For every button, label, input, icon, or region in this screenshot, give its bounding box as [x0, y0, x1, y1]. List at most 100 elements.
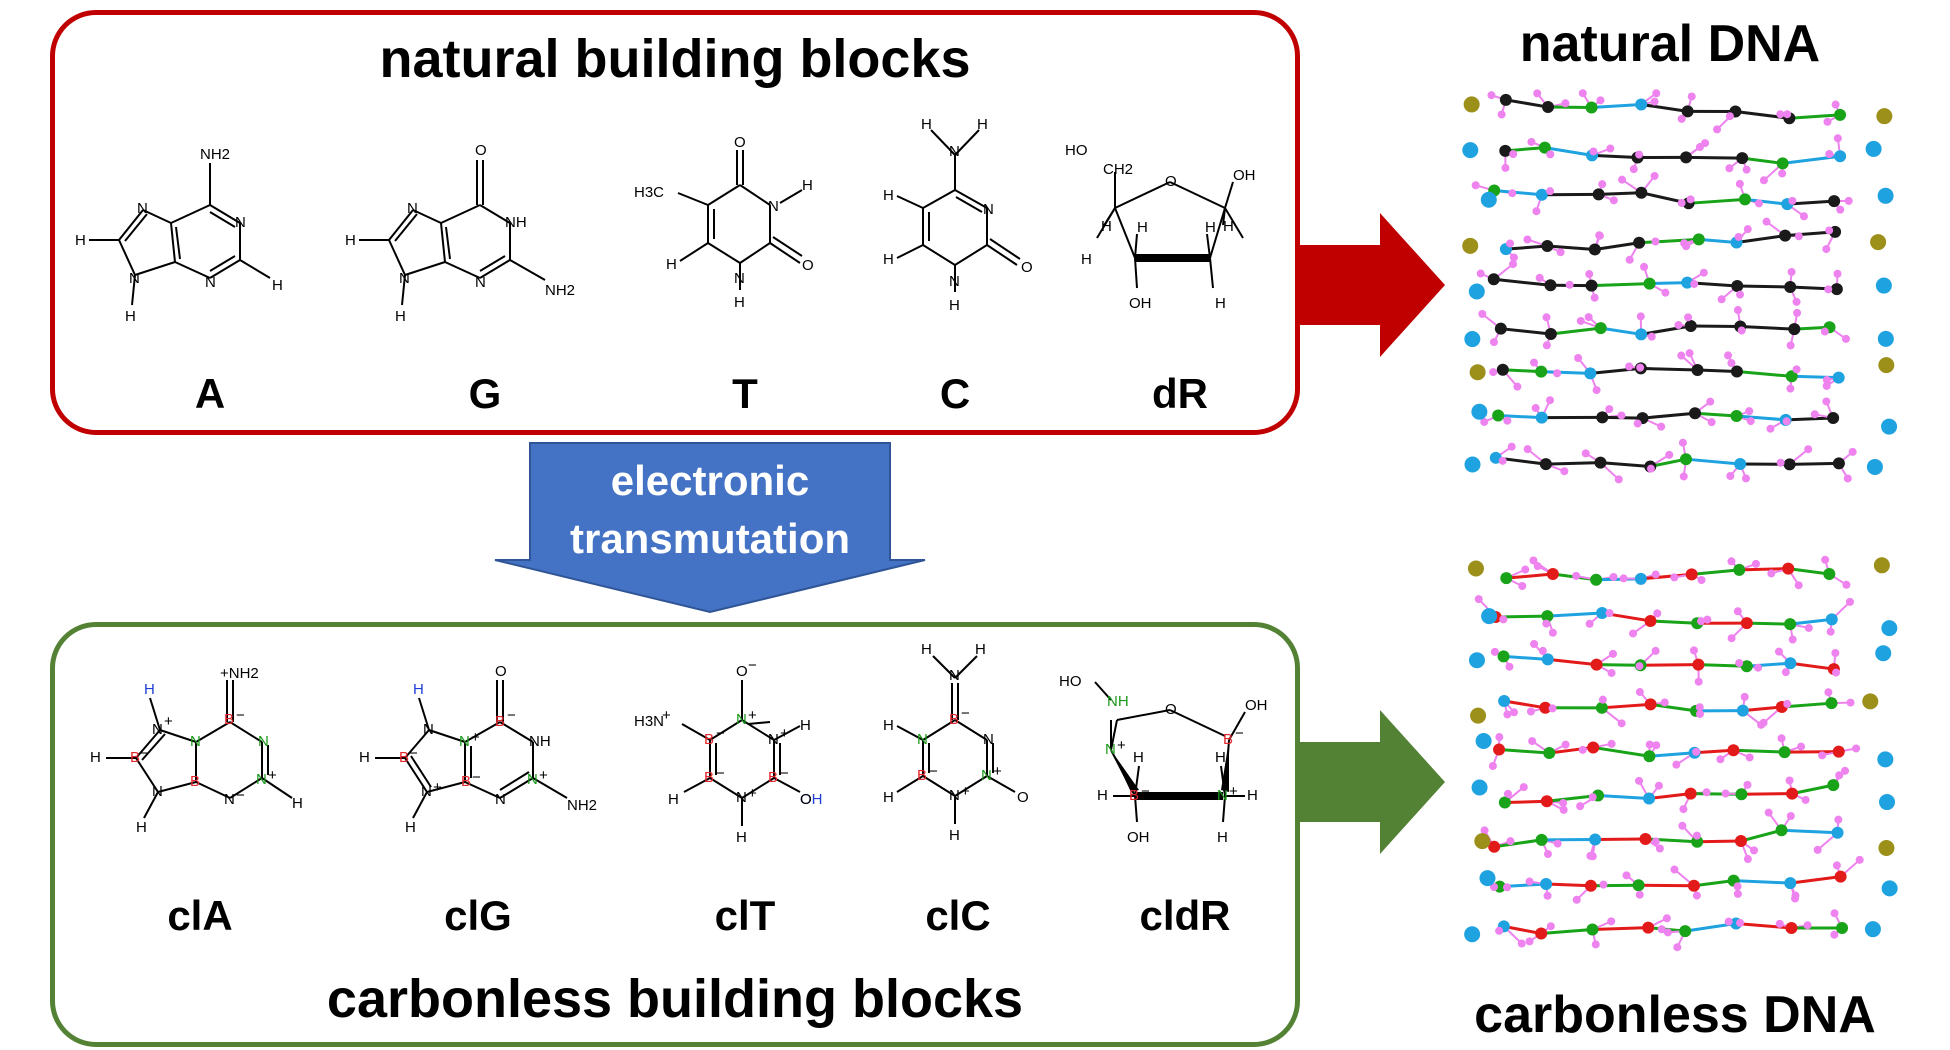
dna-hydrogen-atom [1618, 175, 1627, 184]
dna-backbone-atom [1464, 926, 1481, 943]
dna-hydrogen-atom [1629, 629, 1638, 638]
svg-text:N: N [152, 783, 163, 800]
dna-hydrogen-atom [1835, 771, 1844, 780]
svg-text:B: B [704, 769, 714, 786]
dna-hydrogen-atom [1813, 845, 1822, 854]
dna-bond [1594, 241, 1640, 251]
svg-text:N: N [224, 791, 235, 808]
dna-hydrogen-atom [1650, 171, 1659, 180]
dna-hydrogen-atom [1509, 253, 1518, 262]
dna-backbone-atom [1881, 620, 1898, 637]
dna-hydrogen-atom [1509, 260, 1518, 269]
dna-bond [1741, 792, 1793, 796]
dna-hydrogen-atom [1572, 895, 1581, 904]
dna-atom [1535, 188, 1548, 201]
dna-atom [1730, 410, 1743, 423]
dna-hydrogen-atom [1592, 386, 1601, 395]
dna-hydrogen-atom [1782, 417, 1791, 426]
dna-hydrogen-atom [1480, 826, 1489, 835]
dna-bond [1791, 374, 1839, 380]
svg-text:H: H [949, 827, 960, 844]
dna-hydrogen-atom [1578, 89, 1587, 98]
dna-atom [1541, 653, 1554, 666]
carbonless-building-blocks-panel [50, 622, 1300, 1047]
dna-hydrogen-atom [1526, 707, 1535, 716]
dna-hydrogen-atom [1660, 698, 1669, 707]
dna-hydrogen-atom [1517, 939, 1526, 948]
dna-backbone-atom [1471, 779, 1488, 796]
dna-hydrogen-atom [1736, 918, 1745, 927]
dna-hydrogen-atom [1824, 688, 1833, 697]
clG-structure: H O N B− N+ NH B− H B− N+ N+ N NH2 H [359, 663, 597, 836]
dna-bond [1686, 155, 1743, 160]
dna-backbone-atom [1464, 331, 1481, 348]
dna-hydrogen-atom [1528, 737, 1537, 746]
dna-bond [1740, 325, 1795, 331]
dna-hydrogen-atom [1657, 422, 1666, 431]
dna-atom [1541, 240, 1554, 253]
dna-hydrogen-atom [1543, 850, 1552, 859]
dna-atom [1834, 150, 1847, 163]
dna-bond [1746, 621, 1791, 626]
dna-hydrogen-atom [1775, 919, 1784, 928]
dna-hydrogen-atom [1781, 668, 1790, 677]
dna-hydrogen-atom [1490, 883, 1499, 892]
dna-hydrogen-atom [1651, 237, 1660, 246]
svg-text:+: + [662, 707, 671, 724]
svg-text:O: O [1165, 701, 1177, 718]
dna-hydrogen-atom [1646, 464, 1655, 473]
dna-hydrogen-atom [1687, 92, 1696, 101]
label-C: C [939, 370, 971, 417]
dna-hydrogen-atom [1699, 268, 1708, 277]
dna-backbone-atom [1876, 108, 1893, 125]
svg-text:OH: OH [1127, 829, 1150, 846]
dna-atom [1734, 458, 1747, 471]
dna-atom [1633, 236, 1646, 249]
dna-hydrogen-atom [1532, 207, 1541, 216]
dna-bond [1598, 191, 1642, 196]
svg-text:O: O [1021, 259, 1033, 276]
dna-hydrogen-atom [1786, 341, 1795, 350]
dna-atom [1493, 743, 1506, 756]
dna-hydrogen-atom [1783, 699, 1792, 708]
natural-to-dna-arrow [1300, 213, 1445, 357]
dna-bond [1544, 146, 1593, 157]
dna-hydrogen-atom [1553, 839, 1562, 848]
dna-atom [1834, 108, 1847, 121]
dna-hydrogen-atom [1670, 865, 1679, 874]
dna-atom [1634, 572, 1647, 585]
dna-hydrogen-atom [1605, 609, 1614, 618]
dna-hydrogen-atom [1733, 306, 1742, 315]
dna-bond [1590, 883, 1639, 888]
dna-hydrogen-atom [1766, 424, 1775, 433]
dna-hydrogen-atom [1523, 235, 1532, 244]
dna-hydrogen-atom [1487, 91, 1496, 100]
dna-hydrogen-atom [1697, 617, 1706, 626]
dna-hydrogen-atom [1510, 708, 1519, 717]
dna-atom [1635, 98, 1648, 111]
svg-text:N: N [734, 270, 745, 287]
dna-bond [1744, 197, 1788, 206]
dna-atom [1543, 746, 1556, 759]
dna-atom [1832, 457, 1845, 470]
dna-hydrogen-atom [1586, 851, 1595, 860]
dna-atom [1639, 832, 1652, 845]
dna-atom [1735, 788, 1748, 801]
dna-bond [1600, 461, 1651, 468]
svg-text:N: N [190, 733, 201, 750]
dna-hydrogen-atom [1471, 181, 1480, 190]
svg-text:−: − [780, 765, 789, 782]
dna-hydrogen-atom [1503, 883, 1512, 892]
dna-atom [1584, 879, 1597, 892]
dna-bond [1590, 366, 1642, 375]
svg-text:B: B [495, 713, 505, 730]
dna-hydrogen-atom [1678, 438, 1687, 447]
dna-hydrogen-atom [1655, 844, 1664, 853]
dna-atom [1592, 188, 1605, 201]
dna-bond [1650, 619, 1698, 625]
svg-text:N: N [736, 711, 747, 728]
svg-text:O: O [800, 791, 812, 808]
dna-bond [1685, 457, 1741, 466]
svg-text:+: + [1117, 737, 1126, 754]
